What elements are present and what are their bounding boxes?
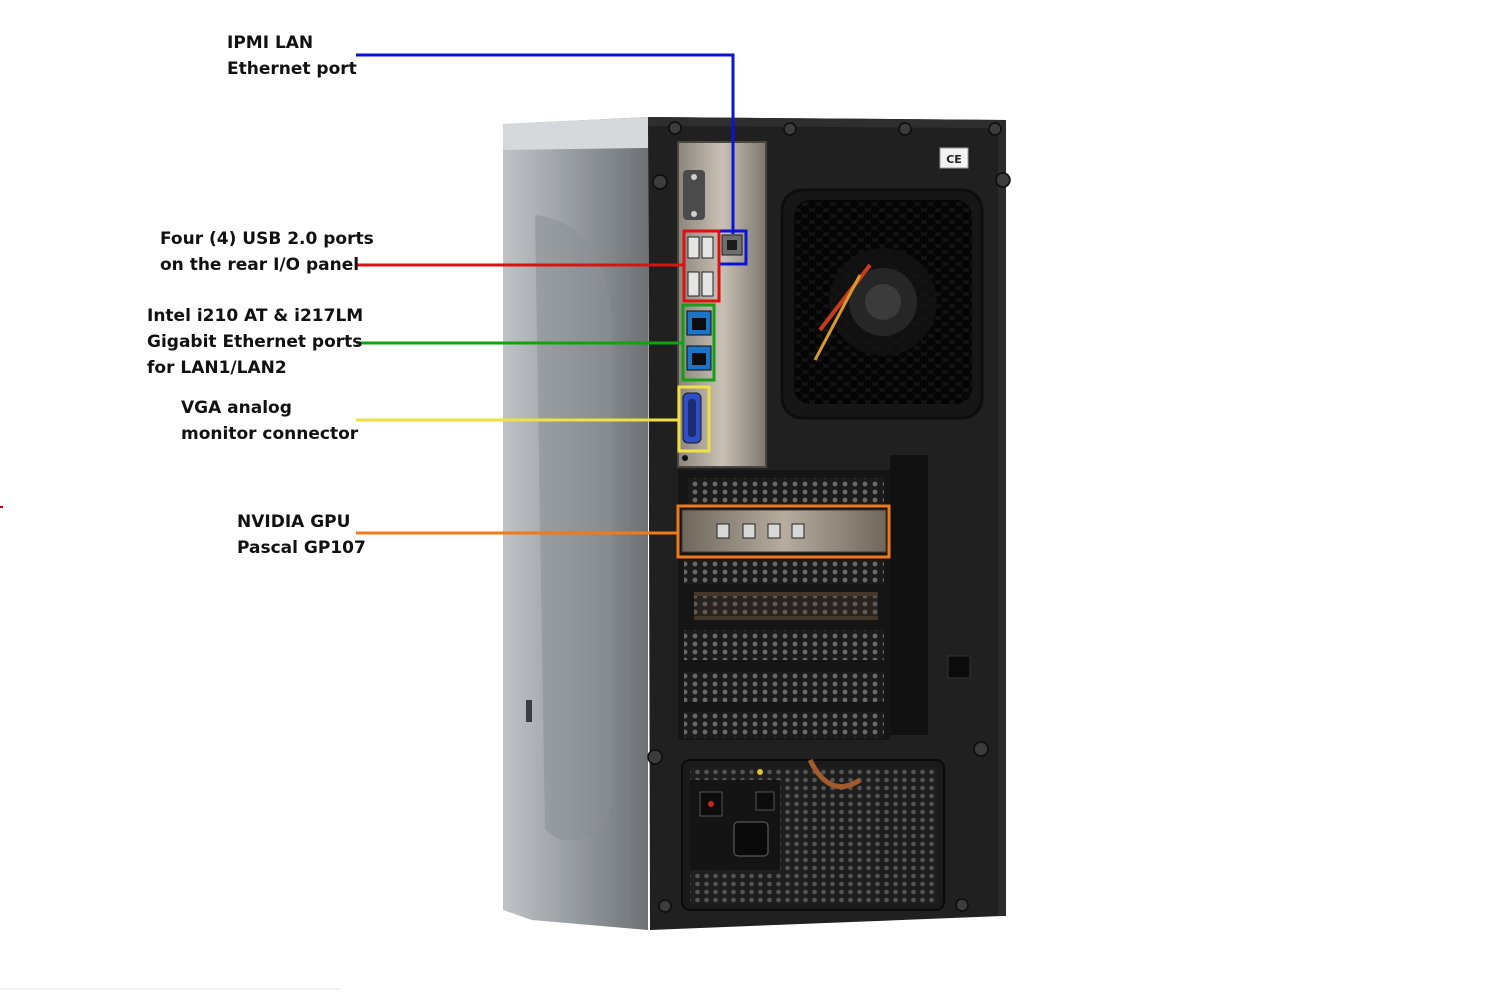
callout-usb [356,229,721,303]
expansion-slots [678,455,971,740]
usb-ports-label: Four (4) USB 2.0 ports on the rear I/O p… [160,226,374,278]
callout-vga [356,385,711,453]
bottom-rule [0,988,340,990]
vga-connector-label-line2: monitor connector [181,424,359,444]
ipmi-lan-label-line2: Ethernet port [227,59,357,79]
case-side-panel [503,117,648,930]
gigabit-lan-label-line2: Gigabit Ethernet ports [147,332,363,352]
edge-tick-mark [0,506,3,508]
usb-ports-label-line2: on the rear I/O panel [160,255,360,275]
gigabit-lan-label-line1: Intel i210 AT & i217LM [147,306,364,326]
gpu-label: NVIDIA GPU Pascal GP107 [237,509,366,561]
power-supply [681,758,945,911]
usb-ports [687,236,714,297]
gigabit-lan-ports [686,310,712,371]
ce-label: CE [939,147,969,169]
rear-fan-grille [780,188,984,420]
vga-connector-label: VGA analog monitor connector [181,395,358,447]
gpu-label-line1: NVIDIA GPU [237,512,351,532]
ipmi-lan-port [721,234,743,256]
callout-gpu [356,504,891,559]
gpu-bracket [681,509,887,553]
gigabit-lan-label-line3: for LAN1/LAN2 [147,358,287,378]
gigabit-lan-label: Intel i210 AT & i217LM Gigabit Ethernet … [147,303,363,381]
ipmi-lan-label-line1: IPMI LAN [227,33,314,53]
gpu-label-line2: Pascal GP107 [237,538,366,558]
vga-connector-label-line1: VGA analog [181,398,292,418]
case-screws [647,121,1011,913]
callout-lan [356,303,716,382]
vga-connector [682,392,702,461]
usb-ports-label-line1: Four (4) USB 2.0 ports [160,229,374,249]
svg-text:CE: CE [946,153,962,166]
ipmi-lan-label: IPMI LAN Ethernet port [227,30,357,82]
